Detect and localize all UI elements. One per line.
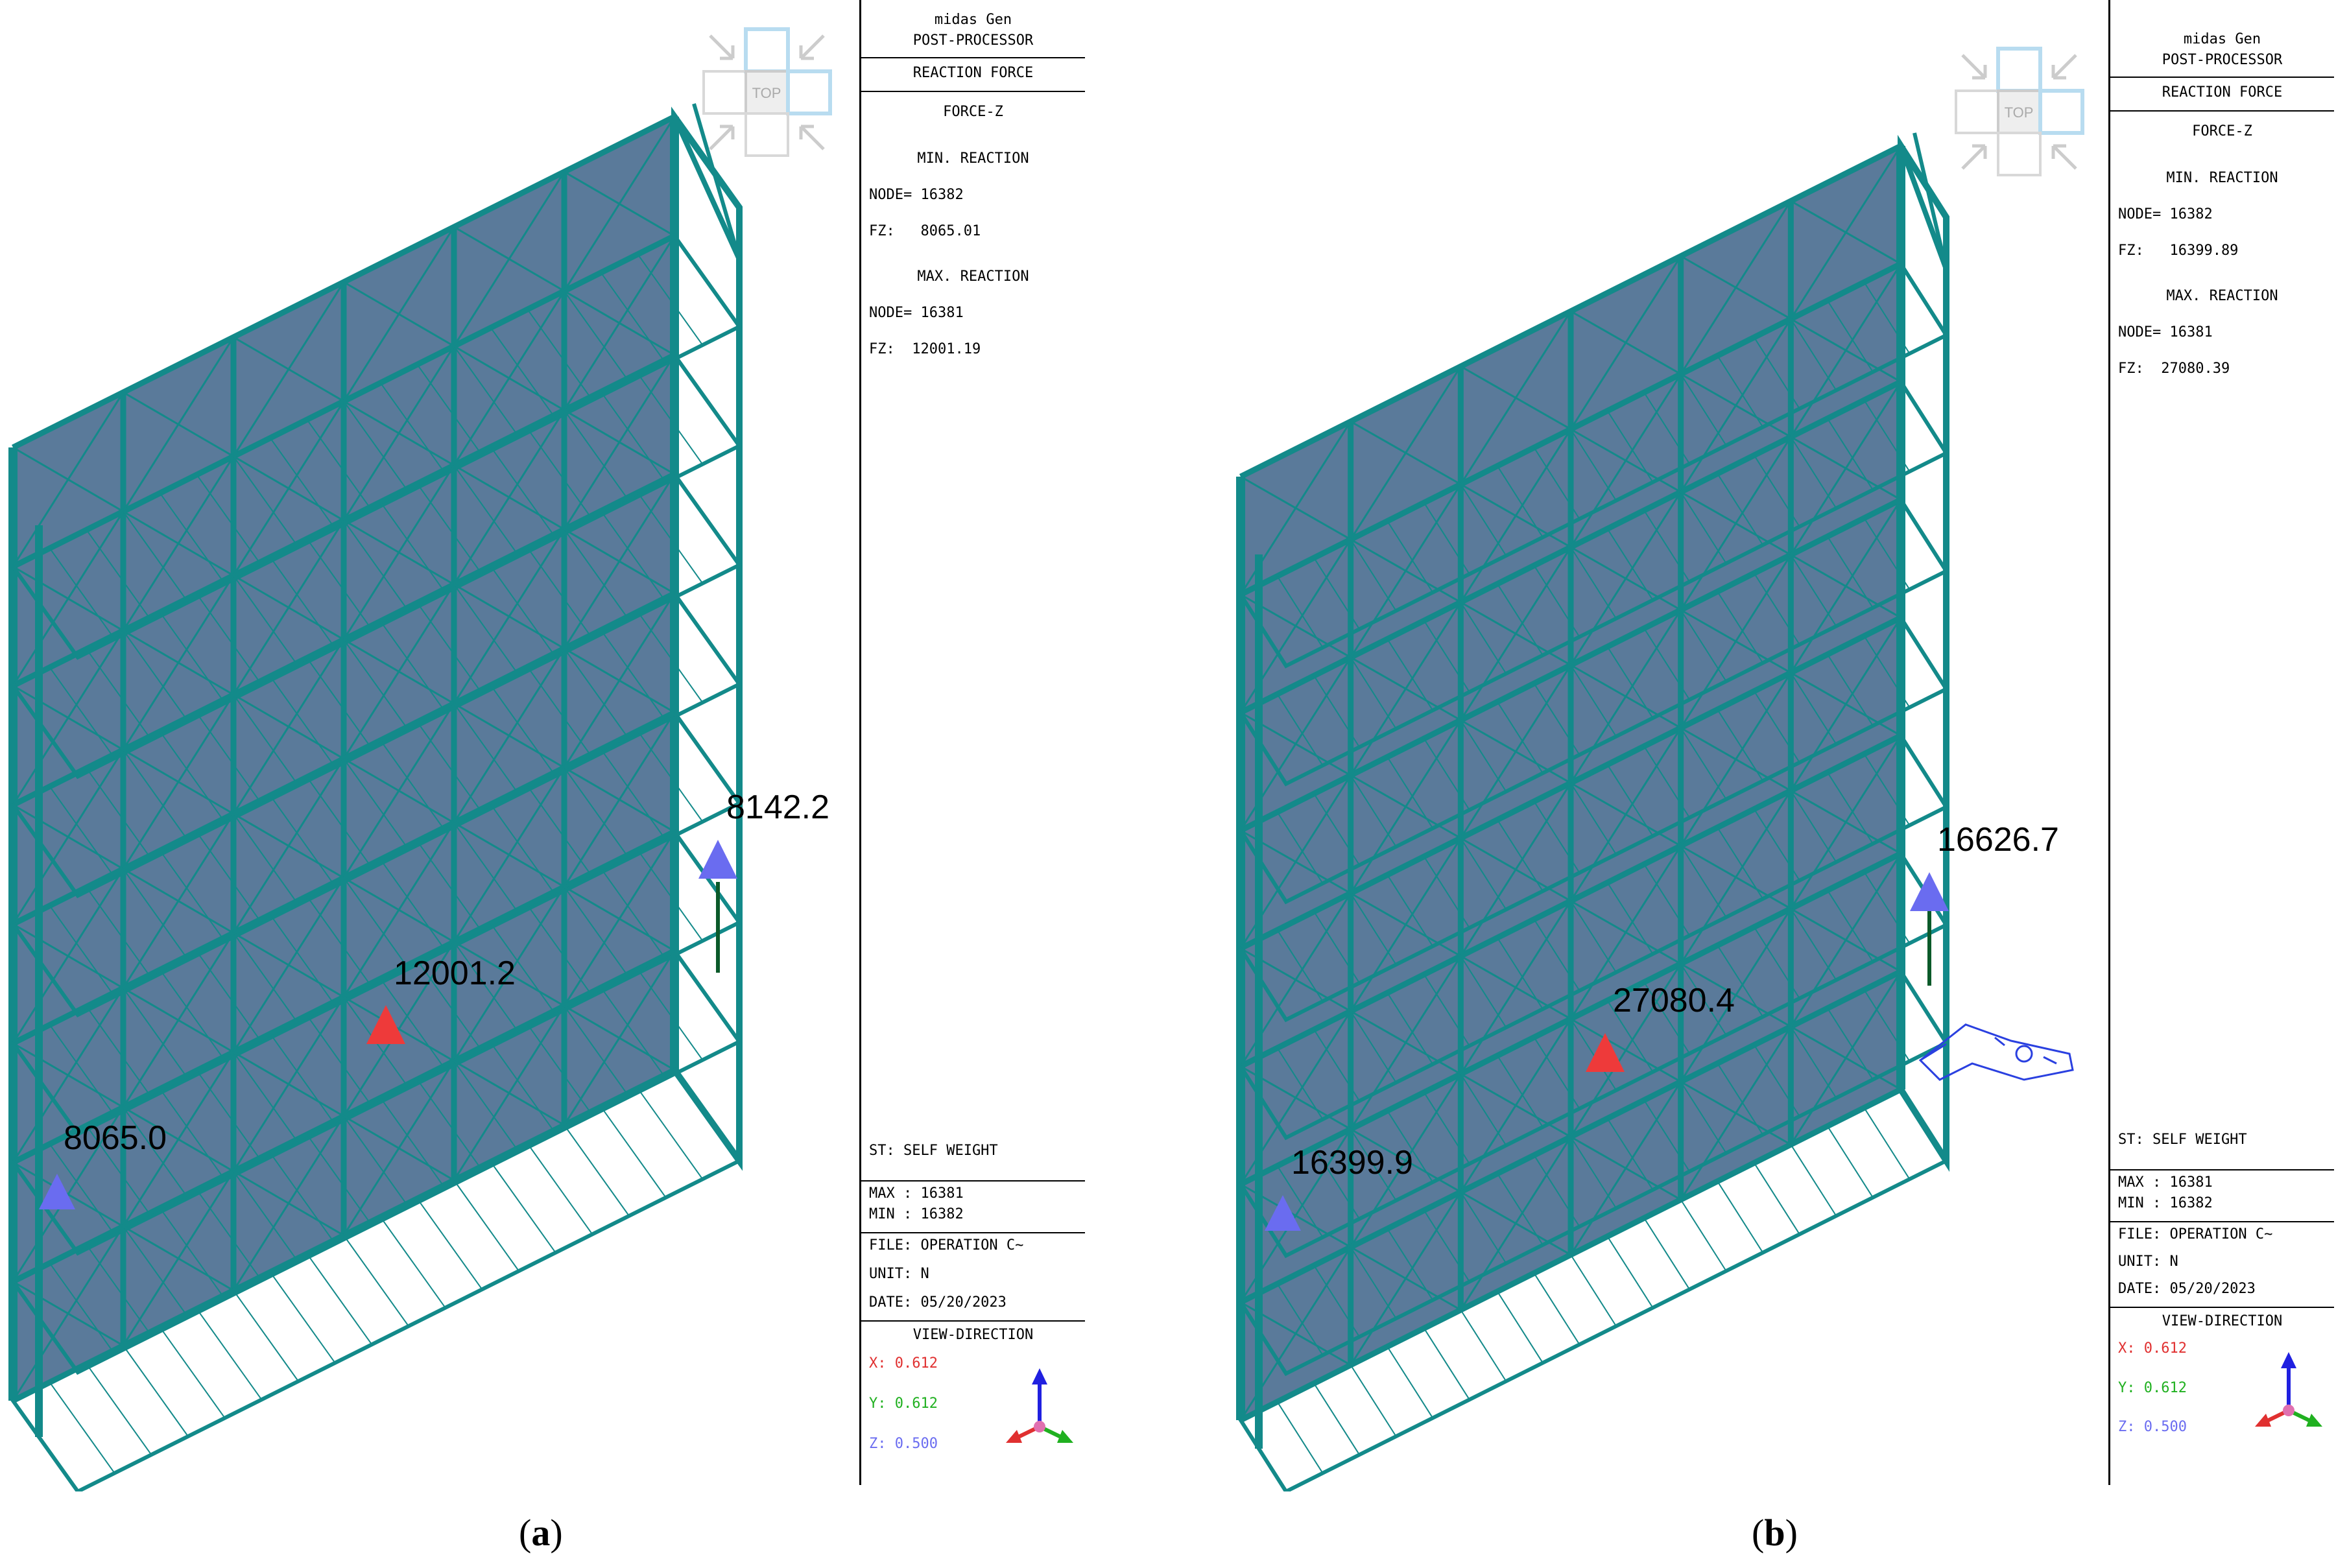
reaction-center-a: 12001.2 [366, 955, 516, 1044]
view-z: Z: 0.500 [869, 1436, 938, 1452]
result-type: REACTION FORCE [912, 65, 1034, 81]
file-name: FILE: OPERATION C~ [869, 1237, 1024, 1253]
min-reaction-title: MIN. REACTION [917, 150, 1029, 167]
view-cube-icon[interactable]: TOP [702, 27, 832, 157]
max-reaction-title: MAX. REACTION [917, 268, 1029, 285]
app-name: midas Gen [2183, 31, 2261, 47]
view-x: X: 0.612 [2118, 1340, 2187, 1357]
unit-label: UNIT: N [869, 1266, 929, 1282]
reaction-right-b: 16626.7 [1910, 821, 2059, 986]
reaction-value-right: 8142.2 [726, 789, 829, 826]
max-node: NODE= 16381 [2118, 324, 2213, 340]
min-reaction-title: MIN. REACTION [2166, 170, 2278, 186]
unit-label: UNIT: N [2118, 1253, 2178, 1270]
view-direction-title: VIEW-DIRECTION [2162, 1313, 2283, 1329]
result-type: REACTION FORCE [2162, 84, 2283, 101]
max-node-footer: MAX : 16381 [2118, 1174, 2213, 1191]
reaction-arrow-icon [39, 1174, 75, 1209]
max-node: NODE= 16381 [869, 305, 964, 321]
view-cube-icon[interactable]: TOP [1955, 47, 2084, 176]
reaction-value-right: 16626.7 [1937, 821, 2059, 859]
date-label: DATE: 05/20/2023 [2118, 1281, 2256, 1297]
caption-b: (b) [1752, 1512, 1798, 1554]
model-viewport-a[interactable]: TOP 8065.0 12001.2 8142.2 [0, 0, 856, 1491]
reaction-left-b: 16399.9 [1265, 1144, 1413, 1231]
view-cube-label: TOP [2005, 104, 2034, 121]
view-y: Y: 0.612 [869, 1396, 938, 1412]
structure-a [8, 103, 743, 1491]
min-node: NODE= 16382 [869, 187, 964, 203]
mode-label: POST-PROCESSOR [912, 32, 1034, 49]
support-outline-icon [1918, 1023, 2074, 1081]
max-fz: FZ: 27080.39 [2118, 361, 2230, 377]
caption-a: (a) [519, 1512, 563, 1554]
reaction-arrow-icon [1910, 872, 1949, 911]
model-viewport-b[interactable]: TOP 16399.9 27080.4 16626.7 [1168, 0, 2108, 1491]
view-z: Z: 0.500 [2118, 1419, 2187, 1435]
min-node-footer: MIN : 16382 [869, 1206, 964, 1222]
view-y: Y: 0.612 [2118, 1380, 2187, 1396]
load-case: ST: SELF WEIGHT [869, 1143, 998, 1159]
max-node-footer: MAX : 16381 [869, 1185, 964, 1202]
min-fz: FZ: 16399.89 [2118, 243, 2239, 259]
panel-b: TOP 16399.9 27080.4 16626.7 midas G [1168, 0, 2336, 1568]
reaction-value-center: 27080.4 [1613, 982, 1735, 1019]
app-name: midas Gen [934, 12, 1012, 28]
max-fz: FZ: 12001.19 [869, 341, 981, 357]
structure-b [1236, 132, 1949, 1491]
reaction-value-left: 8065.0 [64, 1119, 167, 1157]
max-reaction-title: MAX. REACTION [2166, 288, 2278, 304]
reaction-left-a: 8065.0 [39, 1119, 167, 1209]
min-node: NODE= 16382 [2118, 206, 2213, 222]
reaction-value-center: 12001.2 [394, 955, 516, 992]
reaction-center-b: 27080.4 [1586, 982, 1735, 1072]
view-x: X: 0.612 [869, 1355, 938, 1372]
min-node-footer: MIN : 16382 [2118, 1195, 2213, 1211]
date-label: DATE: 05/20/2023 [869, 1294, 1007, 1311]
view-direction-title: VIEW-DIRECTION [912, 1327, 1034, 1343]
reaction-arrow-icon [1265, 1195, 1301, 1231]
file-name: FILE: OPERATION C~ [2118, 1226, 2273, 1242]
reaction-arrow-icon [1586, 1033, 1625, 1072]
reaction-arrow-icon [698, 840, 737, 879]
reaction-arrow-icon [366, 1005, 405, 1044]
mode-label: POST-PROCESSOR [2162, 52, 2283, 68]
axis-triad-icon [1006, 1368, 1073, 1443]
component-label: FORCE-Z [943, 104, 1003, 120]
info-panel-b: midas Gen POST-PROCESSOR REACTION FORCE … [2108, 0, 2334, 1485]
info-panel-a: midas Gen POST-PROCESSOR REACTION FORCE … [859, 0, 1085, 1485]
axis-triad-icon [2255, 1352, 2322, 1427]
reaction-value-left: 16399.9 [1291, 1144, 1413, 1182]
reaction-right-a: 8142.2 [698, 789, 829, 973]
min-fz: FZ: 8065.01 [869, 223, 981, 239]
panel-a: TOP 8065.0 12001.2 8142.2 midas Gen POST… [0, 0, 1085, 1554]
component-label: FORCE-Z [2192, 123, 2252, 139]
load-case: ST: SELF WEIGHT [2118, 1132, 2247, 1148]
view-cube-label: TOP [752, 85, 781, 101]
